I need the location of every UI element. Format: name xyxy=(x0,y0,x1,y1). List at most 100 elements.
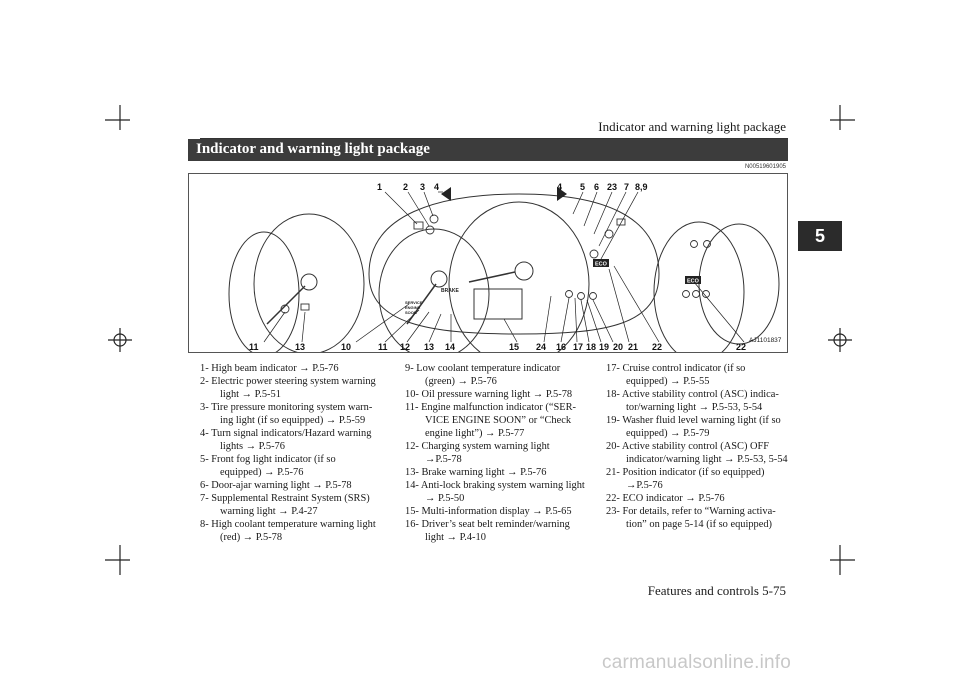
legend-line: 1- High beam indicator → P.5-76 xyxy=(200,363,339,374)
service-label-1: SERVICE xyxy=(405,300,423,305)
legend-item: 11- Engine malfunction indicator (“SER-V… xyxy=(405,401,585,440)
legend-line: 3- Tire pressure monitoring system warn- xyxy=(200,402,373,413)
legend-item: 15- Multi-information display → P.5-65 xyxy=(405,505,585,518)
legend-line: 21- Position indicator (if so equipped) xyxy=(606,467,765,478)
callout-22-right: 22 xyxy=(736,342,746,352)
legend-line: lights → P.5-76 xyxy=(220,441,285,452)
section-title: Indicator and warning light package xyxy=(196,141,430,157)
legend-line: light → P.4-10 xyxy=(425,532,486,543)
legend-line: 10- Oil pressure warning light → P.5-78 xyxy=(405,389,573,400)
callout-11: 11 xyxy=(378,342,388,352)
legend-line: 2- Electric power steering system warnin… xyxy=(200,376,376,387)
section-bar xyxy=(188,139,788,161)
legend-line: tor/warning light → P.5-53, 5-54 xyxy=(626,402,763,413)
legend-line: tion” on page 5-14 (if so equipped) xyxy=(626,519,773,530)
legend-line: 7- Supplemental Restraint System (SRS) xyxy=(200,493,370,504)
callout-5: 5 xyxy=(580,182,585,192)
legend-line: 6- Door-ajar warning light → P.5-78 xyxy=(200,480,352,491)
callout-16: 16 xyxy=(556,342,566,352)
callout-19: 19 xyxy=(599,342,609,352)
callout-13: 13 xyxy=(424,342,434,352)
legend-line: 18- Active stability control (ASC) indic… xyxy=(606,389,779,400)
legend-item: 19- Washer fluid level warning light (if… xyxy=(606,414,786,440)
legend-line: 22- ECO indicator → P.5-76 xyxy=(606,493,725,504)
legend-item: 22- ECO indicator → P.5-76 xyxy=(606,492,786,505)
legend-line: warning light → P.4-27 xyxy=(220,506,318,517)
legend-item: 1- High beam indicator → P.5-76 xyxy=(200,362,378,375)
legend-line: 14- Anti-lock braking system warning lig… xyxy=(405,480,585,491)
legend-line: 15- Multi-information display → P.5-65 xyxy=(405,506,572,517)
callout-18: 18 xyxy=(586,342,596,352)
legend-line: 5- Front fog light indicator (if so xyxy=(200,454,336,465)
legend-line: 13- Brake warning light → P.5-76 xyxy=(405,467,547,478)
callout-13-left: 13 xyxy=(295,342,305,352)
image-code: AJ1101837 xyxy=(749,337,782,344)
callout-12: 12 xyxy=(400,342,410,352)
legend-line: 12- Charging system warning light xyxy=(405,441,550,452)
legend-item: 4- Turn signal indicators/Hazard warning… xyxy=(200,427,378,453)
legend-line: → P.5-50 xyxy=(425,493,465,504)
callout-1: 1 xyxy=(377,182,382,192)
legend-line: (red) → P.5-78 xyxy=(220,532,283,543)
service-label-3: SOON xyxy=(405,310,417,315)
legend-item: 3- Tire pressure monitoring system warn-… xyxy=(200,401,378,427)
legend-line: (green) → P.5-76 xyxy=(425,376,497,387)
callout-15: 15 xyxy=(509,342,519,352)
legend-item: 5- Front fog light indicator (if so equip… xyxy=(200,453,378,479)
legend-item: 17- Cruise control indicator (if so equip… xyxy=(606,362,786,388)
legend-item: 2- Electric power steering system warnin… xyxy=(200,375,378,401)
legend-item: 10- Oil pressure warning light → P.5-78 xyxy=(405,388,585,401)
watermark: carmanualsonline.info xyxy=(602,652,792,673)
legend-line: engine light”) → P.5-77 xyxy=(425,428,525,439)
eco-label-right: ECO xyxy=(687,279,700,285)
callout-2: 2 xyxy=(403,182,408,192)
cluster-illustration: ECO ECO BRAKE SERVICE ENGINE SOON xyxy=(228,182,780,352)
legend-item: 7- Supplemental Restraint System (SRS) wa… xyxy=(200,492,378,518)
legend-item: 14- Anti-lock braking system warning lig… xyxy=(405,479,585,505)
legend-line: →P.5-76 xyxy=(626,480,663,491)
legend-line: 17- Cruise control indicator (if so xyxy=(606,363,746,374)
legend-item: 6- Door-ajar warning light → P.5-78 xyxy=(200,479,378,492)
legend-line: 11- Engine malfunction indicator (“SER- xyxy=(405,402,577,413)
legend-item: 20- Active stability control (ASC) OFF in… xyxy=(606,440,788,466)
legend-column-3: 17- Cruise control indicator (if so equip… xyxy=(606,362,788,531)
callout-10: 10 xyxy=(341,342,351,352)
legend-line: equipped) → P.5-79 xyxy=(626,428,710,439)
callout-4: 4 xyxy=(434,182,439,192)
brake-label: BRAKE xyxy=(441,288,459,294)
callout-6: 6 xyxy=(594,182,599,192)
legend-item: 8- High coolant temperature warning ligh… xyxy=(200,518,378,544)
legend-item: 9- Low coolant temperature indicator (gre… xyxy=(405,362,585,388)
legend-item: 21- Position indicator (if so equipped) →… xyxy=(606,466,786,492)
chapter-tab: 5 xyxy=(798,221,842,251)
running-header: Indicator and warning light package xyxy=(598,119,786,134)
legend-item: 13- Brake warning light → P.5-76 xyxy=(405,466,585,479)
callout-3: 3 xyxy=(420,182,425,192)
legend-item: 12- Charging system warning light →P.5-78 xyxy=(405,440,585,466)
legend-line: indicator/warning light → P.5-53, 5-54 xyxy=(626,454,788,465)
legend-line: light → P.5-51 xyxy=(220,389,281,400)
callout-22: 22 xyxy=(652,342,662,352)
eco-label: ECO xyxy=(595,262,608,268)
legend-line: 4- Turn signal indicators/Hazard warning xyxy=(200,428,372,439)
service-label-2: ENGINE xyxy=(405,305,421,310)
legend-line: 20- Active stability control (ASC) OFF xyxy=(606,441,770,452)
callout-4b: 4 xyxy=(557,182,562,192)
callout-21: 21 xyxy=(628,342,638,352)
legend-item: 23- For details, refer to “Warning activ… xyxy=(606,505,786,531)
legend-line: 9- Low coolant temperature indicator xyxy=(405,363,561,374)
callout-14: 14 xyxy=(445,342,455,352)
legend-column-2: 9- Low coolant temperature indicator (gre… xyxy=(405,362,585,544)
reference-code: N00519601905 xyxy=(744,164,786,170)
legend-line: 19- Washer fluid level warning light (if… xyxy=(606,415,781,426)
callout-17: 17 xyxy=(573,342,583,352)
legend-line: →P.5-78 xyxy=(425,454,462,465)
legend-line: equipped) → P.5-76 xyxy=(220,467,304,478)
callout-24: 24 xyxy=(536,342,546,352)
legend-line: 23- For details, refer to “Warning activ… xyxy=(606,506,776,517)
cluster-figure: ECO ECO BRAKE SERVICE ENGINE SOON xyxy=(188,173,788,353)
legend-line: equipped) → P.5-55 xyxy=(626,376,710,387)
callout-23: 23 xyxy=(607,182,617,192)
